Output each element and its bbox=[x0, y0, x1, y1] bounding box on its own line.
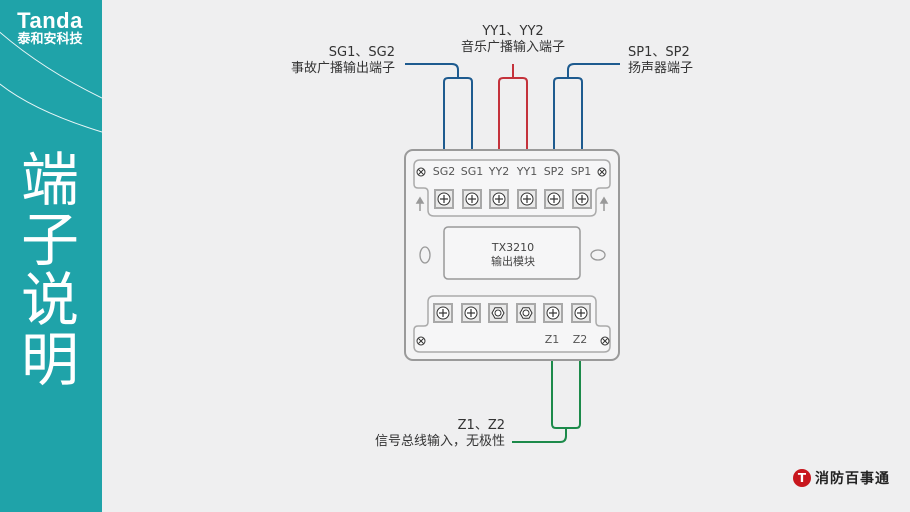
terminal-label: SG2 bbox=[432, 165, 456, 178]
title-char: 子 bbox=[20, 206, 79, 274]
sp-description: 扬声器端子 bbox=[628, 61, 694, 76]
terminal-label: Z2 bbox=[572, 333, 588, 346]
brand-name-en: Tanda bbox=[17, 8, 83, 33]
sg-description: 事故广播输出端子 bbox=[290, 61, 395, 76]
corner-screw-icon bbox=[600, 336, 610, 346]
footer-brand: 消防百事通 bbox=[815, 471, 890, 487]
yy-codes: YY1、YY2 bbox=[482, 24, 544, 39]
brand-logo: Tanda 泰和安科技 bbox=[10, 10, 90, 48]
module-label-window bbox=[443, 226, 581, 280]
terminal-label: SG1 bbox=[460, 165, 484, 178]
terminal-screw-icon bbox=[517, 189, 537, 209]
module-model: TX3210 bbox=[491, 241, 535, 254]
terminal-screw-icon bbox=[433, 303, 453, 323]
terminal-nut-icon bbox=[516, 303, 536, 323]
corner-screw-icon bbox=[597, 167, 607, 177]
title-char: 说 bbox=[20, 266, 79, 334]
mounting-hole-left bbox=[419, 246, 431, 264]
terminal-label: Z1 bbox=[544, 333, 560, 346]
z-description: 信号总线输入，无极性 bbox=[374, 434, 505, 449]
arrow-up-icon bbox=[599, 196, 609, 211]
terminal-label: YY1 bbox=[516, 165, 538, 178]
sg-wire bbox=[405, 63, 473, 150]
yy-label: YY1、YY2 音乐广播输入端子 bbox=[440, 24, 586, 56]
sg-codes: SG1、SG2 bbox=[328, 45, 395, 60]
terminal-label: YY2 bbox=[488, 165, 510, 178]
terminal-screw-icon bbox=[543, 303, 563, 323]
terminal-screw-icon bbox=[544, 189, 564, 209]
terminal-label: SP1 bbox=[570, 165, 592, 178]
sp-codes: SP1、SP2 bbox=[628, 45, 690, 60]
decorative-arcs bbox=[0, 31, 102, 133]
terminal-screw-icon bbox=[571, 303, 591, 323]
terminal-screw-icon bbox=[572, 189, 592, 209]
fire-logo-icon: T bbox=[793, 469, 811, 487]
title-char: 端 bbox=[20, 146, 79, 214]
sp-wire bbox=[553, 63, 620, 150]
title-char: 明 bbox=[20, 326, 79, 394]
sg-label: SG1、SG2 事故广播输出端子 bbox=[270, 45, 395, 77]
page-title: 端 子 说 明 bbox=[15, 150, 85, 390]
sp-label: SP1、SP2 扬声器端子 bbox=[628, 45, 738, 77]
module-label: TX3210 输出模块 bbox=[443, 241, 583, 269]
terminal-screw-icon bbox=[462, 189, 482, 209]
module-name: 输出模块 bbox=[491, 255, 535, 268]
arrow-up-icon bbox=[415, 196, 425, 211]
footer-logo: T 消防百事通 bbox=[793, 468, 890, 488]
terminal-nut-icon bbox=[488, 303, 508, 323]
z-wire bbox=[512, 360, 581, 443]
yy-wire bbox=[498, 64, 528, 150]
mounting-hole-right bbox=[590, 249, 606, 261]
yy-description: 音乐广播输入端子 bbox=[460, 40, 565, 55]
sidebar: Tanda 泰和安科技 端 子 说 明 bbox=[0, 0, 102, 512]
z-label: Z1、Z2 信号总线输入，无极性 bbox=[350, 418, 505, 450]
terminal-screw-icon bbox=[434, 189, 454, 209]
z-codes: Z1、Z2 bbox=[457, 418, 505, 433]
corner-screw-icon bbox=[416, 167, 426, 177]
terminal-screw-icon bbox=[489, 189, 509, 209]
brand-name-cn: 泰和安科技 bbox=[17, 32, 83, 47]
terminal-screw-icon bbox=[461, 303, 481, 323]
corner-screw-icon bbox=[416, 336, 426, 346]
terminal-label: SP2 bbox=[543, 165, 565, 178]
